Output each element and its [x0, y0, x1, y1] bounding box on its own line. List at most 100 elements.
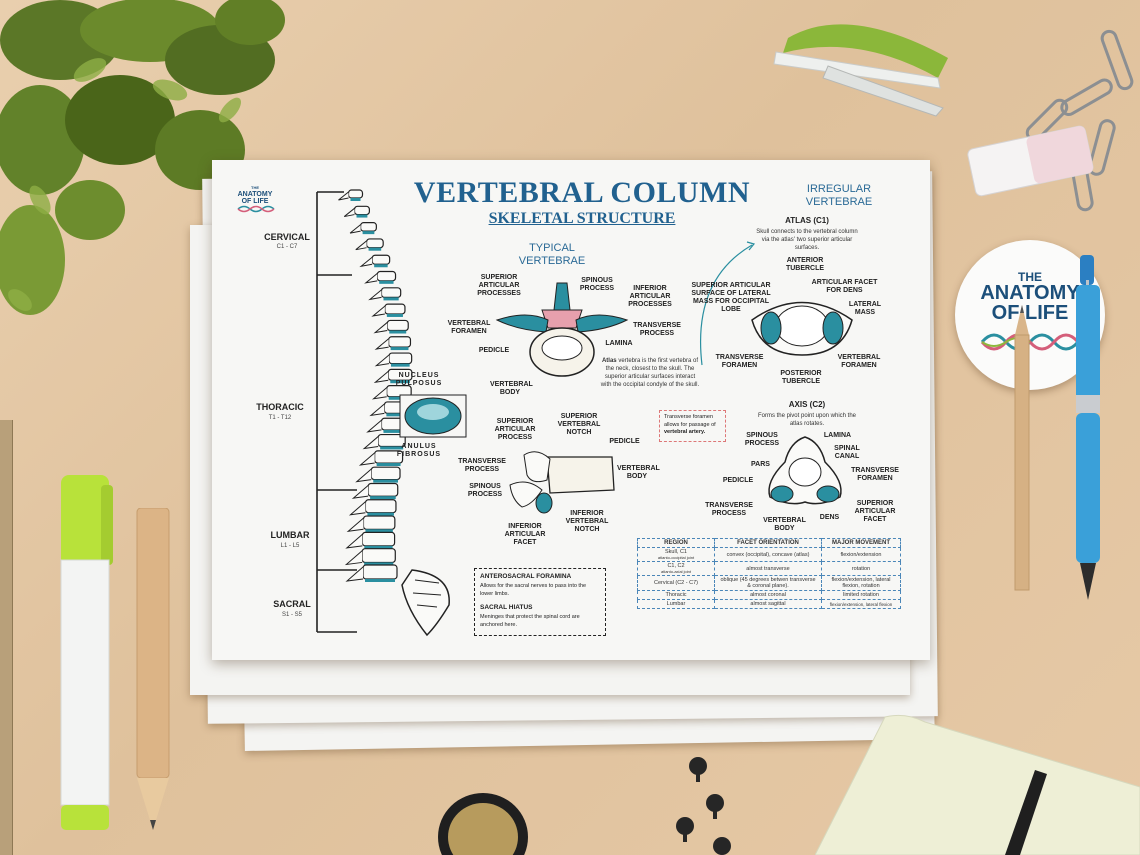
typ-side-spinous: SPINOUS PROCESS: [467, 483, 503, 498]
spine-disc: [390, 363, 410, 367]
sticker-line3: OF LIFE: [991, 302, 1069, 324]
eraser: [967, 125, 1094, 197]
typ-top-body: VERTEBRAL BODY: [490, 381, 533, 396]
table-cell-movement: limited rotation: [821, 590, 901, 600]
poster-sheet: THE ANATOMY OF LIFE VERTEBRAL COLUMN SKE…: [212, 160, 930, 660]
table-cell-orientation: almost sagittal: [714, 599, 822, 609]
atlas-illustration: [751, 301, 853, 356]
spine-vertebra: [353, 205, 370, 216]
typ-top-transverse: TRANSVERSE PROCESS: [633, 322, 681, 337]
spine-process: [344, 550, 363, 566]
typ-top-lamina: LAMINA: [605, 340, 633, 347]
spine-process: [346, 517, 364, 533]
spine-disc: [390, 380, 410, 384]
typ-side-pedicle: PEDICLE: [609, 438, 640, 445]
table-cell-orientation: almost transverse: [714, 561, 822, 576]
axis-transverse-foramen: TRANSVERSE FORAMEN: [851, 467, 899, 482]
region-cervical-name: CERVICAL: [264, 232, 310, 242]
small-logo-text-2: ANATOMY: [238, 191, 273, 198]
small-logo-text-3: OF LIFE: [242, 198, 269, 205]
spine-process: [373, 370, 389, 383]
spine-vertebra: [376, 270, 397, 282]
spine-disc: [362, 231, 375, 235]
axis-spinous: SPINOUS PROCESS: [744, 432, 780, 447]
spine-disc: [374, 264, 388, 268]
region-lumbar-range: L1 - L5: [280, 543, 300, 549]
typical-heading: TYPICAL VERTEBRAE: [518, 242, 586, 267]
atlas-note-bold: Atlas: [601, 358, 617, 364]
typ-side-superior-notch: SUPERIOR VERTEBRAL NOTCH: [557, 413, 601, 436]
typ-top-pedicle: PEDICLE: [478, 347, 510, 354]
highlighter: [60, 475, 113, 830]
table-header-row: REGION FACET ORIENTATION MAJOR MOVEMENT: [637, 538, 901, 548]
typ-top-vertebral-foramen: VERTEBRAL FORAMEN: [447, 320, 491, 335]
spine-process: [371, 305, 386, 317]
table-cell-movement: flexion/extension, lateral flexion, rota…: [821, 575, 901, 591]
atlas-lateral-mass: LATERAL MASS: [848, 301, 882, 316]
table-header-orientation: FACET ORIENTATION: [714, 538, 822, 548]
spine-process: [343, 207, 355, 218]
poster-title: VERTEBRAL COLUMN: [413, 176, 751, 209]
spine-process: [345, 566, 364, 582]
spine-process: [364, 273, 378, 284]
typ-side-body: VERTEBRAL BODY: [617, 465, 660, 480]
spine-vertebra: [380, 287, 402, 298]
spine-process: [373, 322, 388, 334]
anulus-label: ANULUS FIBROSUS: [396, 443, 442, 458]
facet-table: REGION FACET ORIENTATION MAJOR MOVEMENT …: [637, 538, 901, 609]
spine-disc: [388, 396, 410, 400]
intervertebral-disc: [399, 394, 467, 438]
transverse-note-box: Transverse foramen allows for passage of…: [659, 410, 726, 442]
region-cervical-range: C1 - C7: [276, 244, 298, 250]
spine-disc: [386, 413, 408, 417]
small-logo: THE ANATOMY OF LIFE: [237, 185, 275, 213]
table-cell-movement: rotation: [821, 561, 901, 576]
axis-desc: Forms the pivot point upon which the atl…: [757, 413, 857, 427]
sacrum-t1: Allows for the sacral nerves to pass int…: [480, 583, 587, 597]
push-pins: [676, 757, 731, 855]
table-cell-orientation: oblique (45 degrees betwen transverse & …: [714, 575, 822, 591]
region-sacral-name: SACRAL: [273, 599, 311, 609]
typ-side-superior-articular: SUPERIOR ARTICULAR PROCESS: [494, 418, 536, 441]
plant-leaves: [0, 0, 285, 315]
spine-process: [349, 224, 361, 234]
spine-vertebra: [364, 499, 397, 514]
sticker-line2: ANATOMY: [980, 282, 1080, 304]
spine-disc: [373, 479, 399, 483]
table-cell-orientation: convex (occipital), concave (atlas): [714, 547, 822, 562]
sacrum-t2: Meninges that protect the spinal cord ar…: [480, 614, 580, 628]
spine-disc: [368, 247, 382, 251]
nucleus-label: NUCLEUS PULPOSUS: [395, 372, 443, 387]
atlas-anterior-tubercle: ANTERIOR TUBERCLE: [785, 257, 825, 272]
typ-top-spinous: SPINOUS PROCESS: [579, 277, 615, 292]
spine-disc: [390, 347, 409, 351]
spine-disc: [383, 297, 399, 301]
sacrum-h2: SACRAL HIATUS: [480, 604, 533, 611]
atlas-desc: Skull connects to the vertebral column v…: [756, 229, 858, 251]
axis-spinal-canal: SPINAL CANAL: [834, 445, 860, 460]
spine-vertebra: [361, 548, 396, 564]
spine-process: [369, 403, 385, 417]
blue-pen: [1076, 255, 1100, 600]
table-cell-region-name: Skull, C1: [664, 549, 687, 555]
typ-top-inferior-articular: INFERIOR ARTICULAR PROCESSES: [628, 285, 672, 308]
spine-disc: [383, 429, 406, 433]
spine-disc: [389, 330, 407, 334]
notebook: [815, 714, 1140, 855]
axis-superior-facet: SUPERIOR ARTICULAR FACET: [854, 500, 896, 523]
sacrum-info-box: ANTEROSACRAL FORAMINA Allows for the sac…: [474, 568, 606, 636]
small-logo-text-1: THE: [251, 185, 259, 190]
region-thoracic-range: T1 - T12: [268, 415, 292, 421]
axis-pedicle: PEDICLE: [722, 477, 754, 484]
axis-title: AXIS (C2): [788, 400, 826, 409]
stapler: [773, 24, 948, 117]
spine-vertebra: [362, 515, 396, 530]
spine-disc: [367, 512, 394, 516]
table-cell-movement: flexion/extension, lateral flexion: [821, 599, 901, 609]
typical-vertebra-side: [509, 451, 615, 514]
spine-disc: [365, 579, 396, 582]
atlas-note-text: vertebra is the first vertebra of the ne…: [600, 358, 700, 388]
table-header-region: REGION: [637, 538, 715, 548]
